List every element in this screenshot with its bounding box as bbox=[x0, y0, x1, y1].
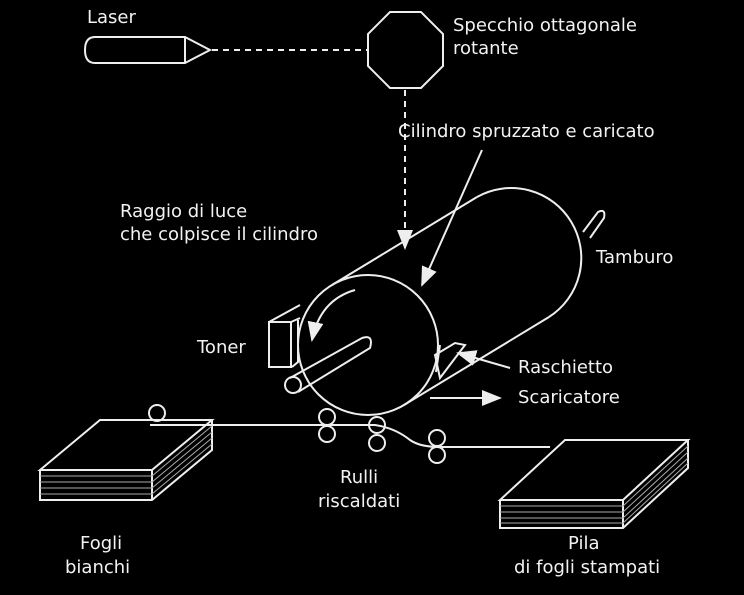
beam-label-2: che colpisce il cilindro bbox=[120, 224, 318, 245]
rollers-label-2: riscaldati bbox=[318, 491, 401, 512]
rotation-arrow-icon bbox=[307, 289, 356, 342]
cylinder-pointer bbox=[421, 149, 483, 287]
octagonal-mirror-icon bbox=[367, 11, 444, 89]
scraper-icon bbox=[433, 341, 467, 381]
beam-label: Raggio di luce bbox=[120, 201, 248, 222]
printed-paper-stack-icon bbox=[497, 439, 691, 529]
laser-label: Laser bbox=[87, 7, 136, 28]
laser-icon bbox=[83, 36, 213, 64]
drum-label: Tamburo bbox=[596, 247, 674, 268]
printed-stack-label-2: di fogli stampati bbox=[514, 557, 661, 578]
cylinder-label: Cilindro spruzzato e caricato bbox=[398, 121, 655, 142]
paper-path bbox=[150, 424, 550, 448]
scraper-label: Raschietto bbox=[518, 357, 614, 378]
toner-icon bbox=[268, 304, 301, 368]
mirror-label: Specchio ottagonale bbox=[453, 15, 637, 36]
blank-paper-stack-icon bbox=[37, 419, 215, 501]
toner-label: Toner bbox=[197, 337, 246, 358]
blank-sheets-label-2: bianchi bbox=[65, 557, 131, 578]
drum-icon bbox=[297, 187, 606, 416]
blank-sheets-label: Fogli bbox=[80, 533, 123, 554]
rollers-label: Rulli bbox=[340, 467, 379, 488]
shaft-icon bbox=[284, 336, 372, 394]
scraper-pointer bbox=[456, 350, 511, 369]
printed-stack-label: Pila bbox=[568, 533, 600, 554]
discharger-label: Scaricatore bbox=[518, 387, 620, 408]
mirror-label-2: rotante bbox=[453, 38, 519, 59]
